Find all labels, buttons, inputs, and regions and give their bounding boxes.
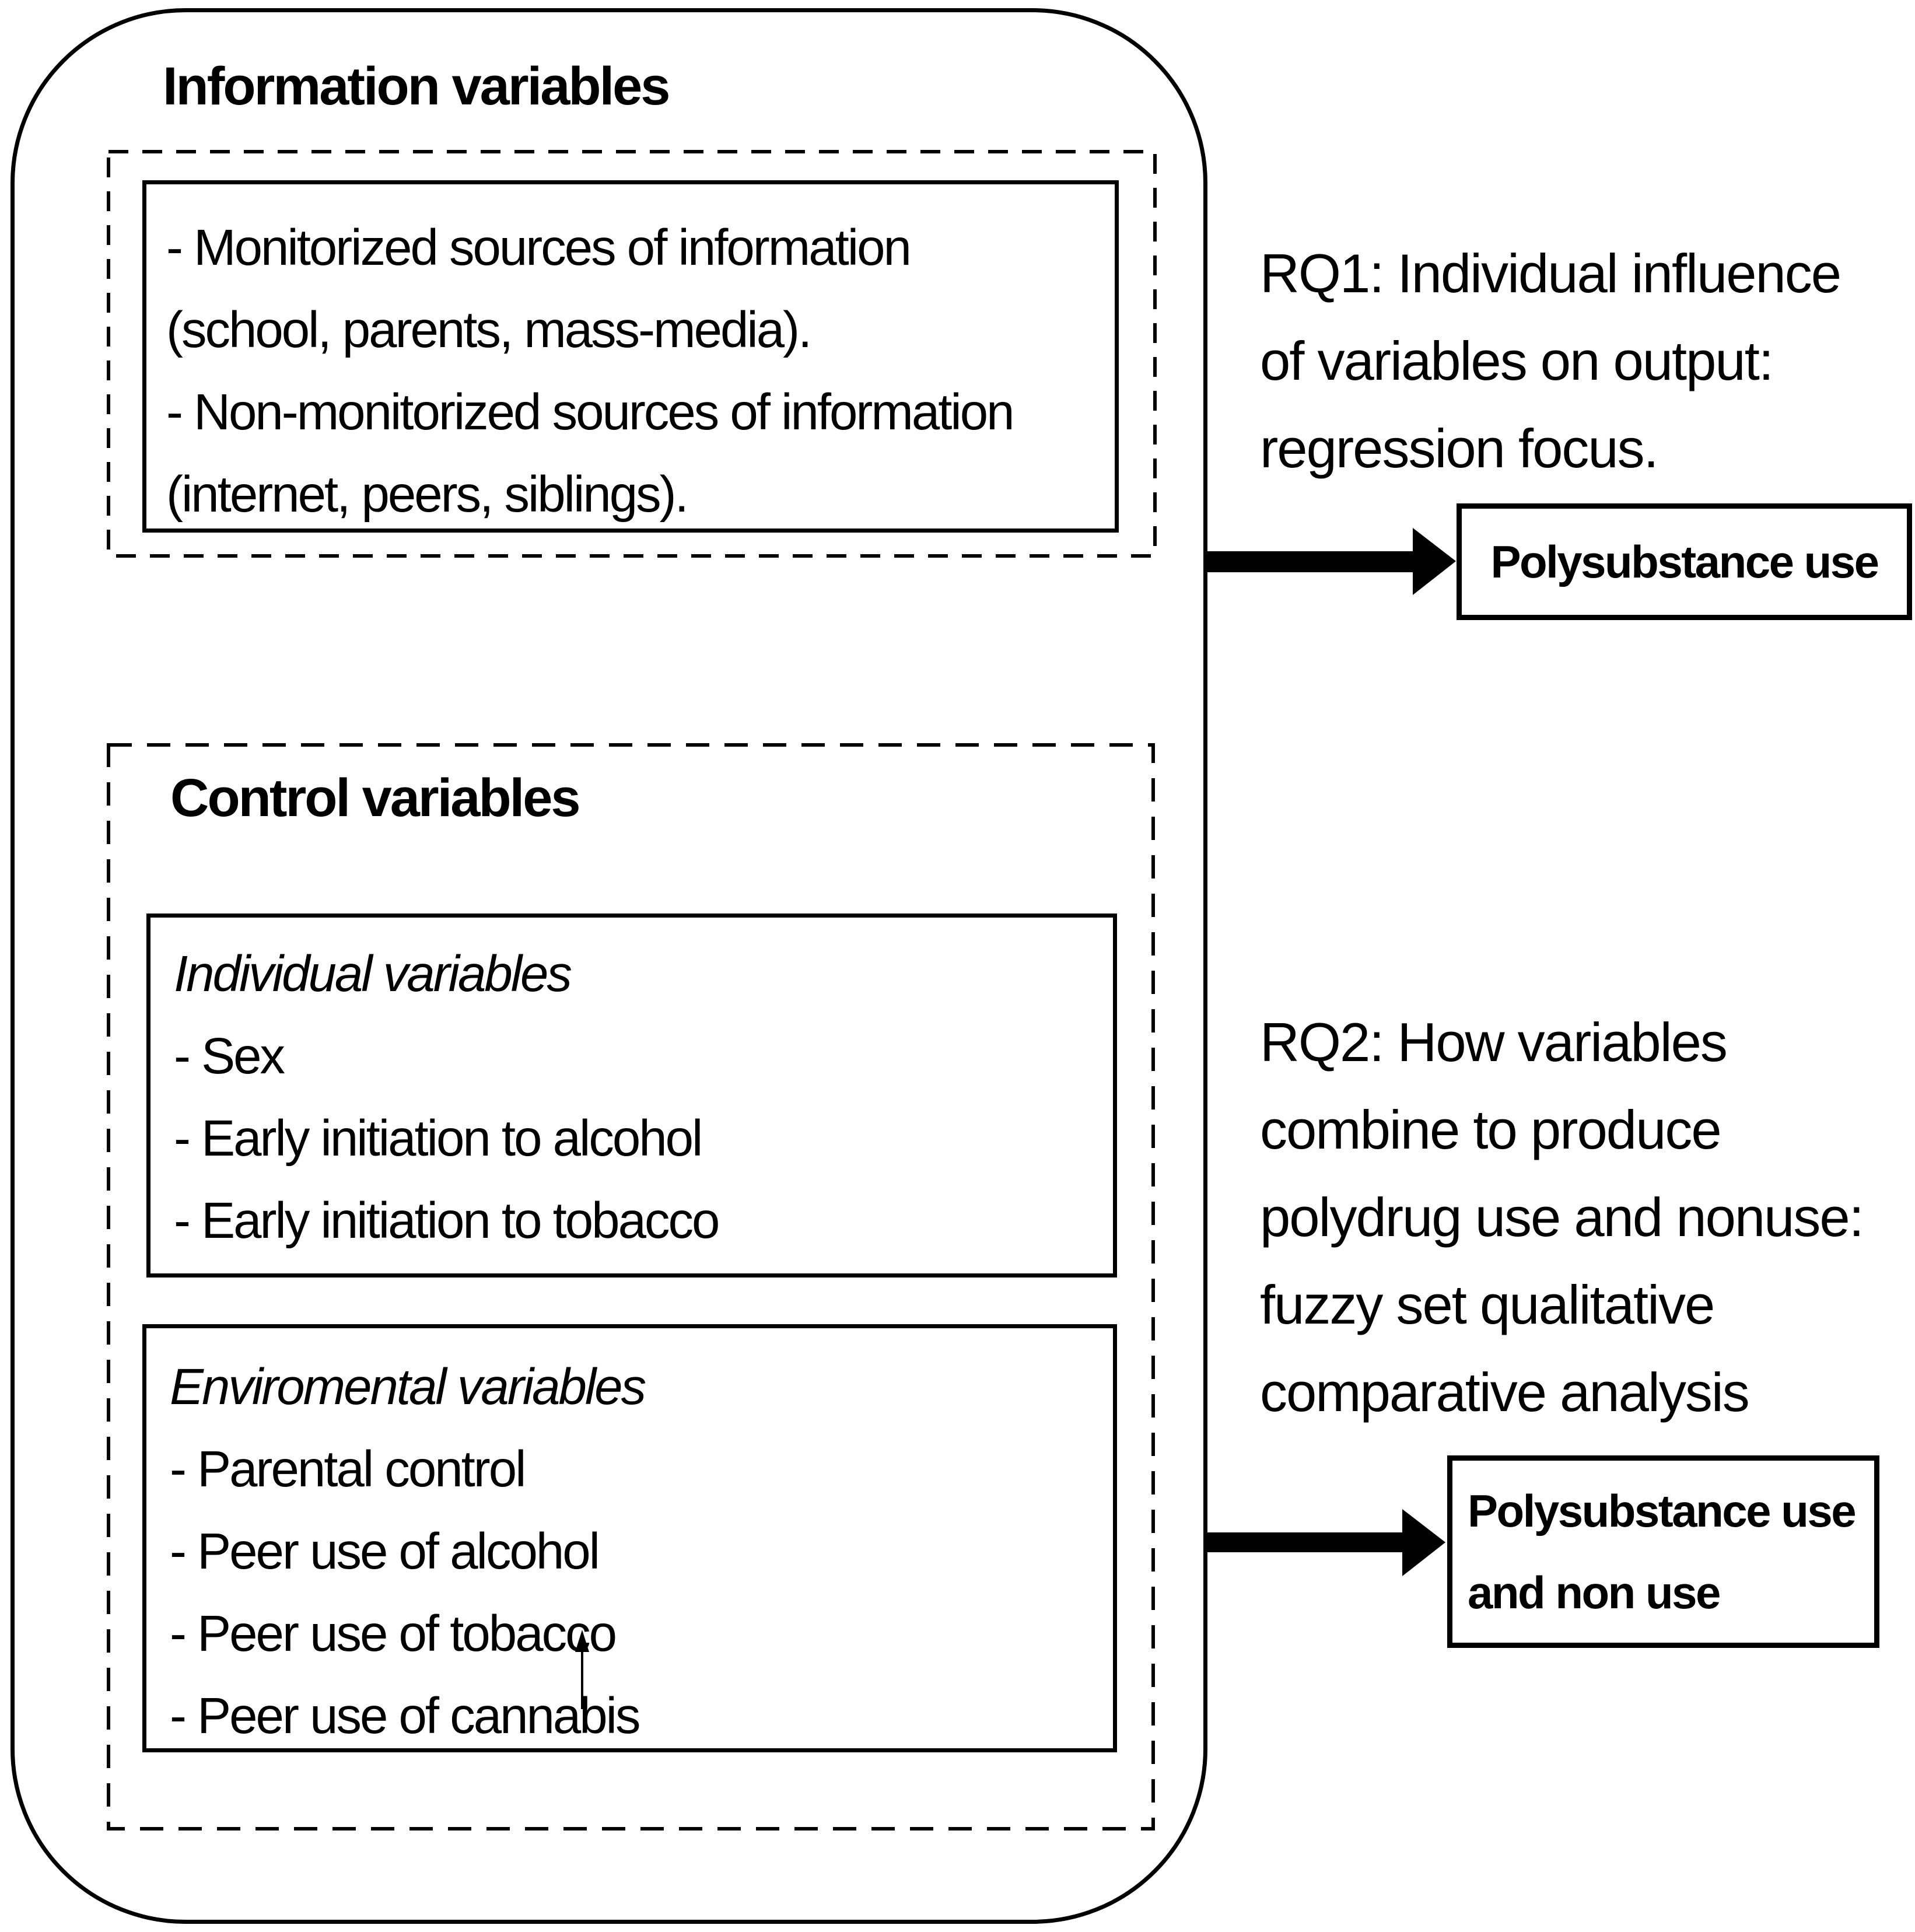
rq2-text: RQ2: How variables combine to produce po…	[1260, 999, 1864, 1436]
rq1-line: RQ1: Individual influence	[1260, 243, 1842, 304]
environmental-item: - Peer use of cannabis	[170, 1688, 641, 1744]
rq2-arrow-icon	[1207, 1509, 1445, 1576]
individual-variables-box: Individual variables - Sex - Early initi…	[146, 914, 1117, 1278]
rq1-text: RQ1: Individual influence of variables o…	[1260, 230, 1842, 492]
info-dashed-box	[107, 150, 1157, 558]
rq1-line: regression focus.	[1260, 418, 1659, 479]
environmental-item: - Peer use of tobacco	[170, 1605, 617, 1662]
environmental-variables-box: Enviromental variables - Parental contro…	[142, 1324, 1117, 1752]
info-line: (internet, peers, siblings).	[166, 466, 689, 523]
control-section-title: Control variables	[170, 768, 581, 828]
polysubstance-use-nonuse-box: Polysubstance use and non use	[1447, 1455, 1879, 1648]
polysubstance-use-nonuse-label-line2: and non use	[1468, 1567, 1721, 1618]
rq2-line: combine to produce	[1260, 1099, 1722, 1160]
rq1-arrow-icon	[1207, 528, 1456, 595]
individual-item: - Early initiation to tobacco	[174, 1192, 720, 1249]
environmental-item: - Parental control	[170, 1441, 526, 1497]
environmental-item: - Peer use of alcohol	[170, 1523, 600, 1580]
rq2-line: polydrug use and nonuse:	[1260, 1186, 1864, 1248]
info-line: (school, parents, mass-media).	[166, 302, 812, 358]
individual-item: - Early initiation to alcohol	[174, 1110, 703, 1167]
individual-item: - Sex	[174, 1028, 285, 1084]
environmental-variables-title: Enviromental variables	[170, 1359, 646, 1415]
rq2-line: fuzzy set qualitative	[1260, 1274, 1715, 1335]
individual-variables-title: Individual variables	[174, 946, 572, 1002]
rq2-line: RQ2: How variables	[1260, 1012, 1728, 1073]
rq1-line: of variables on output:	[1260, 330, 1774, 391]
rq2-line: comparative analysis	[1260, 1362, 1750, 1423]
up-arrow-icon	[575, 1630, 589, 1709]
info-section-title: Information variables	[163, 57, 670, 116]
polysubstance-use-label: Polysubstance use	[1490, 536, 1879, 587]
polysubstance-use-box: Polysubstance use	[1457, 503, 1912, 620]
info-variables-box: - Monitorized sources of information (sc…	[142, 180, 1119, 533]
info-line: - Monitorized sources of information	[166, 219, 912, 276]
polysubstance-use-nonuse-label-line1: Polysubstance use	[1468, 1485, 1857, 1536]
info-line: - Non-monitorized sources of information	[166, 384, 1014, 440]
control-dashed-box	[107, 743, 1155, 1831]
